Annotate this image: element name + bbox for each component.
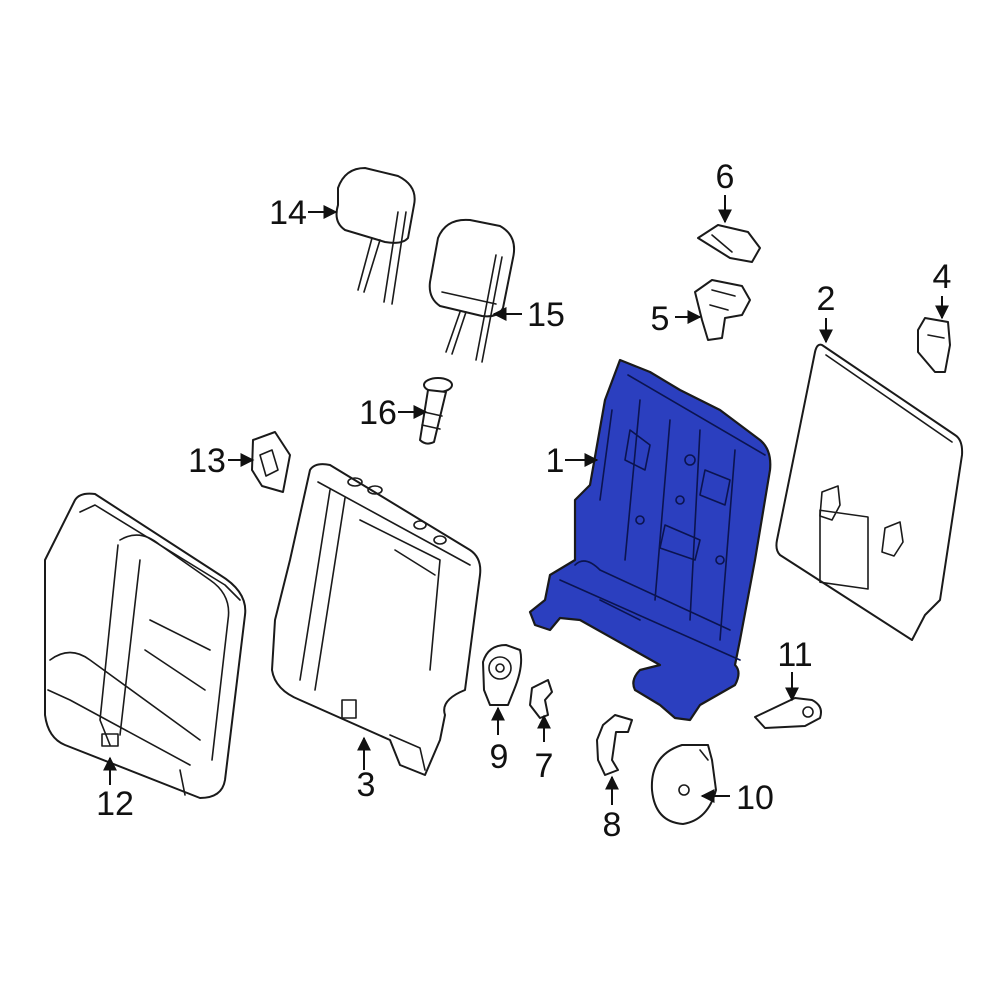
callout-5: 5: [651, 300, 670, 338]
part-5-latch[interactable]: [694, 279, 751, 341]
callout-10: 10: [736, 779, 774, 817]
callout-9: 9: [490, 738, 509, 776]
callout-15: 15: [527, 296, 565, 334]
part-13-bezel[interactable]: [251, 431, 291, 493]
callout-12: 12: [96, 785, 134, 823]
leader-lines: [103, 195, 949, 805]
callout-14: 14: [269, 194, 307, 232]
part-12-seat-back-cover[interactable]: [44, 492, 247, 799]
part-11-release-handle[interactable]: [754, 697, 822, 729]
part-8-hinge-cover[interactable]: [596, 714, 633, 776]
callout-3: 3: [357, 766, 376, 804]
part-6-cap[interactable]: [697, 224, 761, 263]
callout-6: 6: [716, 158, 735, 196]
callout-7: 7: [535, 747, 554, 785]
callout-13: 13: [188, 442, 226, 480]
part-14-headrest-left[interactable]: [335, 167, 416, 305]
callout-1: 1: [546, 442, 565, 480]
part-9-recliner-cover[interactable]: [482, 644, 523, 706]
part-2-rear-panel[interactable]: [775, 343, 964, 641]
callout-2: 2: [817, 280, 836, 318]
callout-4: 4: [933, 258, 952, 296]
callout-16: 16: [359, 394, 397, 432]
part-15-headrest-center[interactable]: [428, 218, 516, 363]
part-4-clip[interactable]: [917, 317, 951, 373]
callout-8: 8: [603, 806, 622, 844]
part-10-pivot-cover[interactable]: [650, 744, 717, 825]
frame-body: [528, 358, 772, 722]
part-1-seat-back-frame[interactable]: [528, 358, 772, 722]
callout-labels: 1 2 3 4 5 6 7 8 9 10 11 12 13 14 15 16: [96, 158, 951, 844]
part-7-bracket[interactable]: [529, 679, 553, 719]
part-3-seat-back-pad[interactable]: [271, 463, 482, 776]
part-16-headrest-guide[interactable]: [419, 377, 453, 445]
callout-11: 11: [777, 636, 812, 674]
